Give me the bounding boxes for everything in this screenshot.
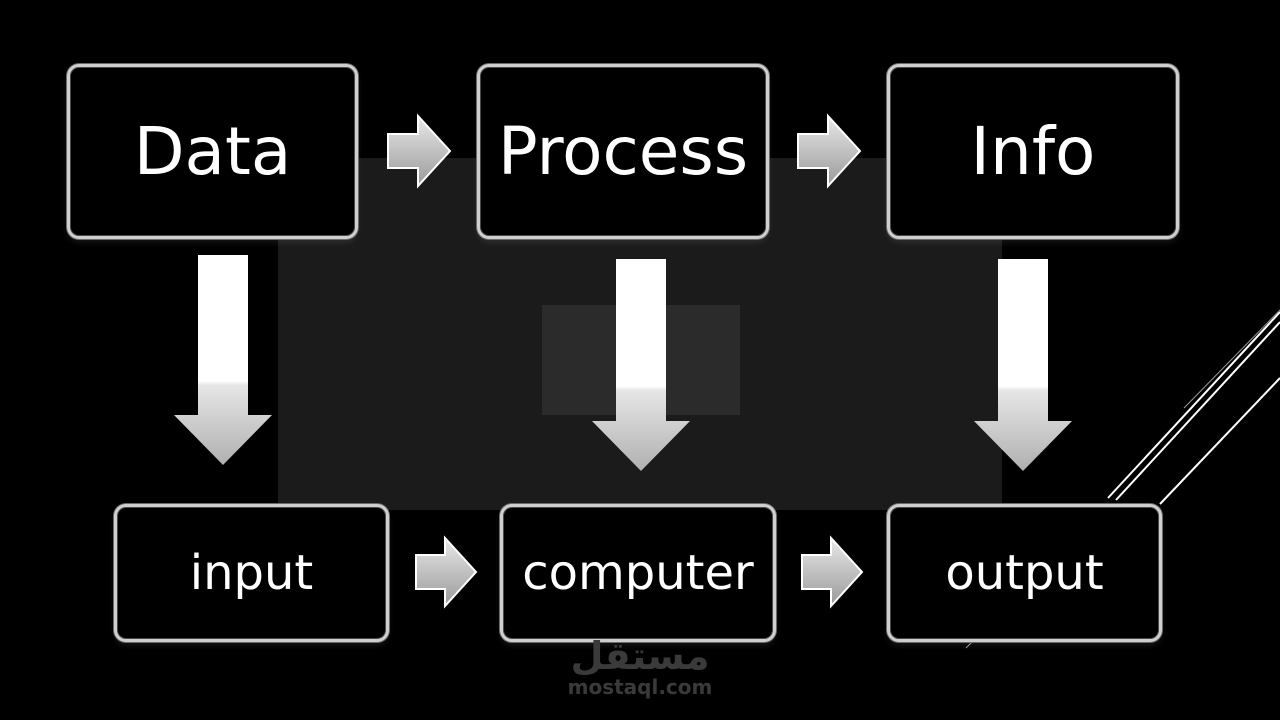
right-arrow-icon <box>415 535 478 609</box>
down-arrow-icon <box>592 259 690 471</box>
output-box: output <box>887 504 1162 642</box>
watermark-url: mostaql.com <box>567 675 713 699</box>
input-box: input <box>114 504 389 642</box>
down-arrow-icon <box>174 255 272 465</box>
info-label: Info <box>970 113 1096 190</box>
info-box: Info <box>887 64 1179 239</box>
data-box: Data <box>67 64 358 239</box>
computer-label: computer <box>522 545 754 601</box>
process-box: Process <box>477 64 769 239</box>
data-label: Data <box>133 113 292 190</box>
watermark-logo: مستقل <box>570 634 710 678</box>
mostaql-watermark: مستقل mostaql.com <box>540 636 740 698</box>
right-arrow-icon <box>801 535 864 609</box>
right-arrow-icon <box>387 113 452 189</box>
right-arrow-icon <box>797 113 862 189</box>
input-label: input <box>189 545 314 601</box>
process-label: Process <box>497 113 749 190</box>
down-arrow-icon <box>974 259 1072 471</box>
output-label: output <box>945 545 1104 601</box>
computer-box: computer <box>500 504 776 642</box>
